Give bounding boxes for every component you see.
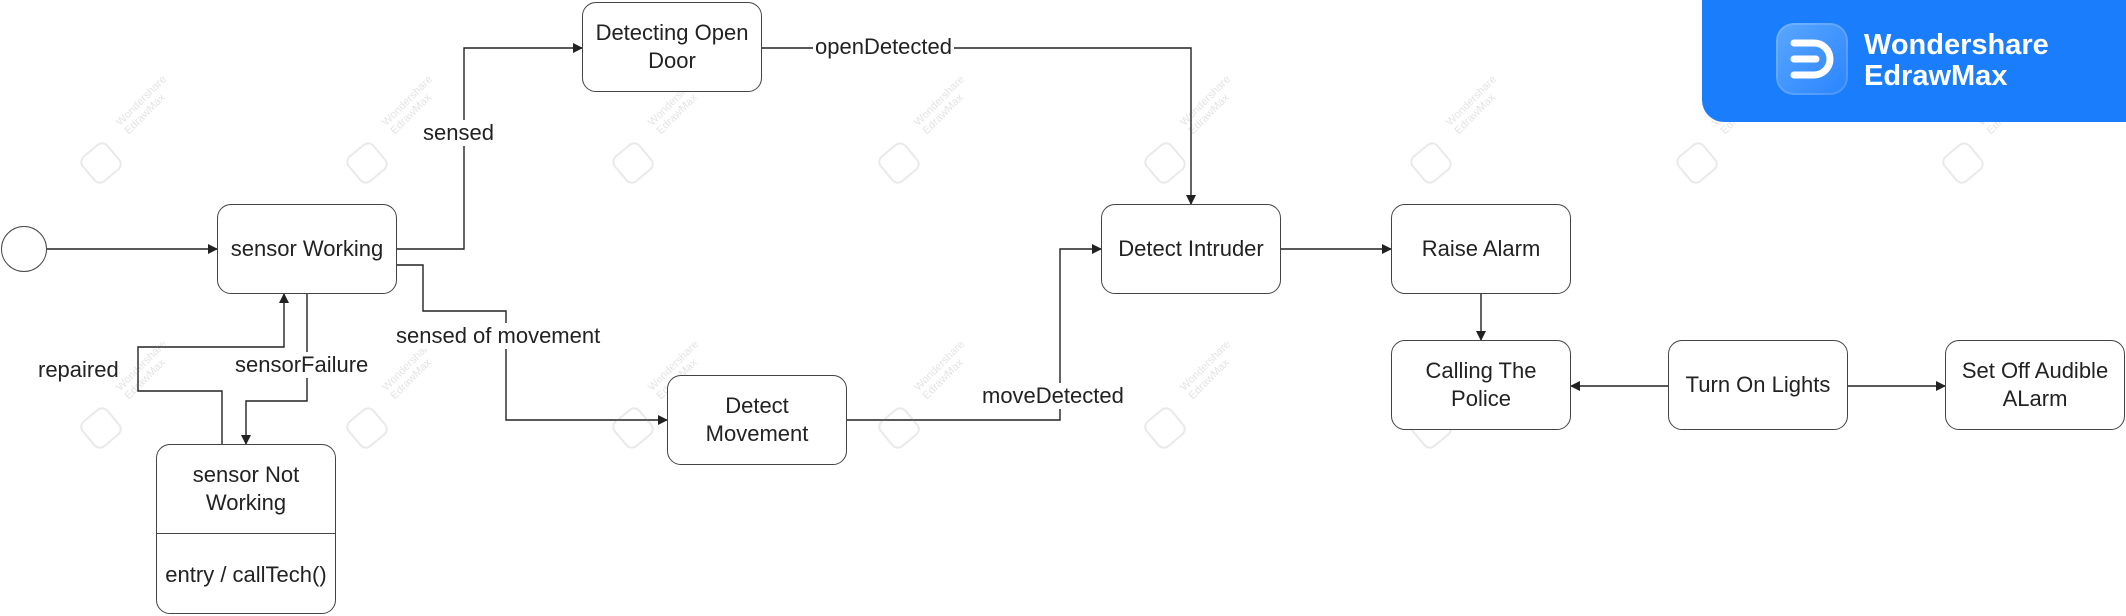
- state-label: Raise Alarm: [1421, 236, 1541, 261]
- state-detecting-open-door[interactable]: Detecting Open Door: [582, 2, 762, 92]
- state-sensor-working[interactable]: sensor Working: [217, 204, 397, 294]
- transition-label-open-detected: openDetected: [813, 34, 954, 60]
- transition-label-sensor-failure: sensorFailure: [233, 352, 371, 378]
- state-entry-activity: entry / callTech(): [165, 562, 327, 587]
- state-turn-on-lights[interactable]: Turn On Lights: [1668, 340, 1848, 430]
- initial-state[interactable]: [1, 226, 47, 272]
- state-label: Detecting Open Door: [595, 20, 749, 73]
- state-label: sensor Working: [230, 236, 384, 261]
- state-sensor-not-working[interactable]: sensor Not Working entry / callTech(): [156, 444, 336, 614]
- brand-badge[interactable]: Wondershare EdrawMax: [1702, 0, 2126, 122]
- state-label: Detect Intruder: [1118, 236, 1264, 261]
- transition-label-repaired: repaired: [36, 357, 121, 383]
- transition-label-move-detected: moveDetected: [980, 383, 1126, 409]
- state-label: sensor Not Working: [157, 445, 335, 534]
- state-label: Calling The Police: [1425, 358, 1537, 411]
- state-set-off-audible-alarm[interactable]: Set Off Audible ALarm: [1945, 340, 2125, 430]
- transition-repaired: [137, 293, 289, 444]
- transition-sensed-of-movement: [397, 264, 668, 425]
- transition-move-detected: [847, 244, 1102, 421]
- state-calling-the-police[interactable]: Calling The Police: [1391, 340, 1571, 430]
- brand-line1: Wondershare: [1864, 29, 2049, 61]
- state-label: Turn On Lights: [1685, 372, 1831, 397]
- state-label: Detect Movement: [705, 393, 809, 446]
- transition-label-sensed-of-movement: sensed of movement: [394, 323, 603, 349]
- transition-label-sensed: sensed: [421, 120, 496, 146]
- brand-name: Wondershare EdrawMax: [1864, 30, 2049, 92]
- state-label: Set Off Audible ALarm: [1961, 358, 2109, 411]
- state-detect-intruder[interactable]: Detect Intruder: [1101, 204, 1281, 294]
- state-detect-movement[interactable]: Detect Movement: [667, 375, 847, 465]
- state-raise-alarm[interactable]: Raise Alarm: [1391, 204, 1571, 294]
- brand-line2: EdrawMax: [1864, 60, 2008, 92]
- edrawmax-logo-icon: [1776, 23, 1848, 95]
- transition-sensor-failure: [241, 294, 308, 445]
- transition-open-detected: [762, 47, 1196, 205]
- transition-sensed: [397, 43, 583, 250]
